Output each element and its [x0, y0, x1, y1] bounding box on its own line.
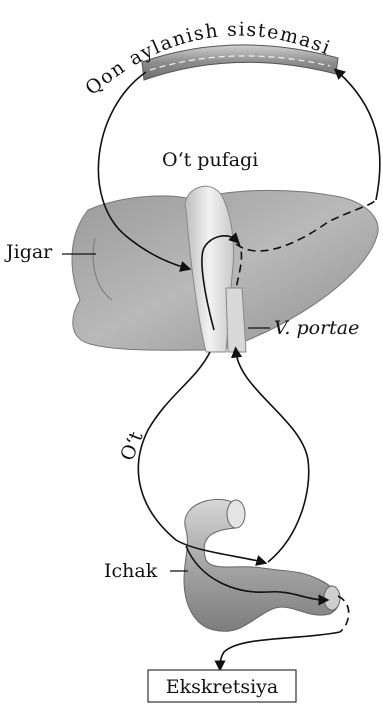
bile-label: O‘t: [116, 428, 147, 464]
portal-vein-shape: [226, 288, 246, 352]
gallbladder-label: O‘t pufagi: [162, 149, 258, 171]
liver-to-blood-line: [338, 72, 380, 200]
liver-label: Jigar: [4, 241, 53, 263]
portal-up-line: [236, 352, 309, 562]
excretion-box: Ekskretsiya: [148, 670, 296, 702]
intestine-label: Ichak: [104, 560, 158, 582]
excretion-line: [220, 632, 340, 666]
intestine-shape: [184, 499, 340, 631]
excretion-label: Ekskretsiya: [166, 676, 279, 698]
portal-vein-label: V. portae: [274, 317, 359, 339]
